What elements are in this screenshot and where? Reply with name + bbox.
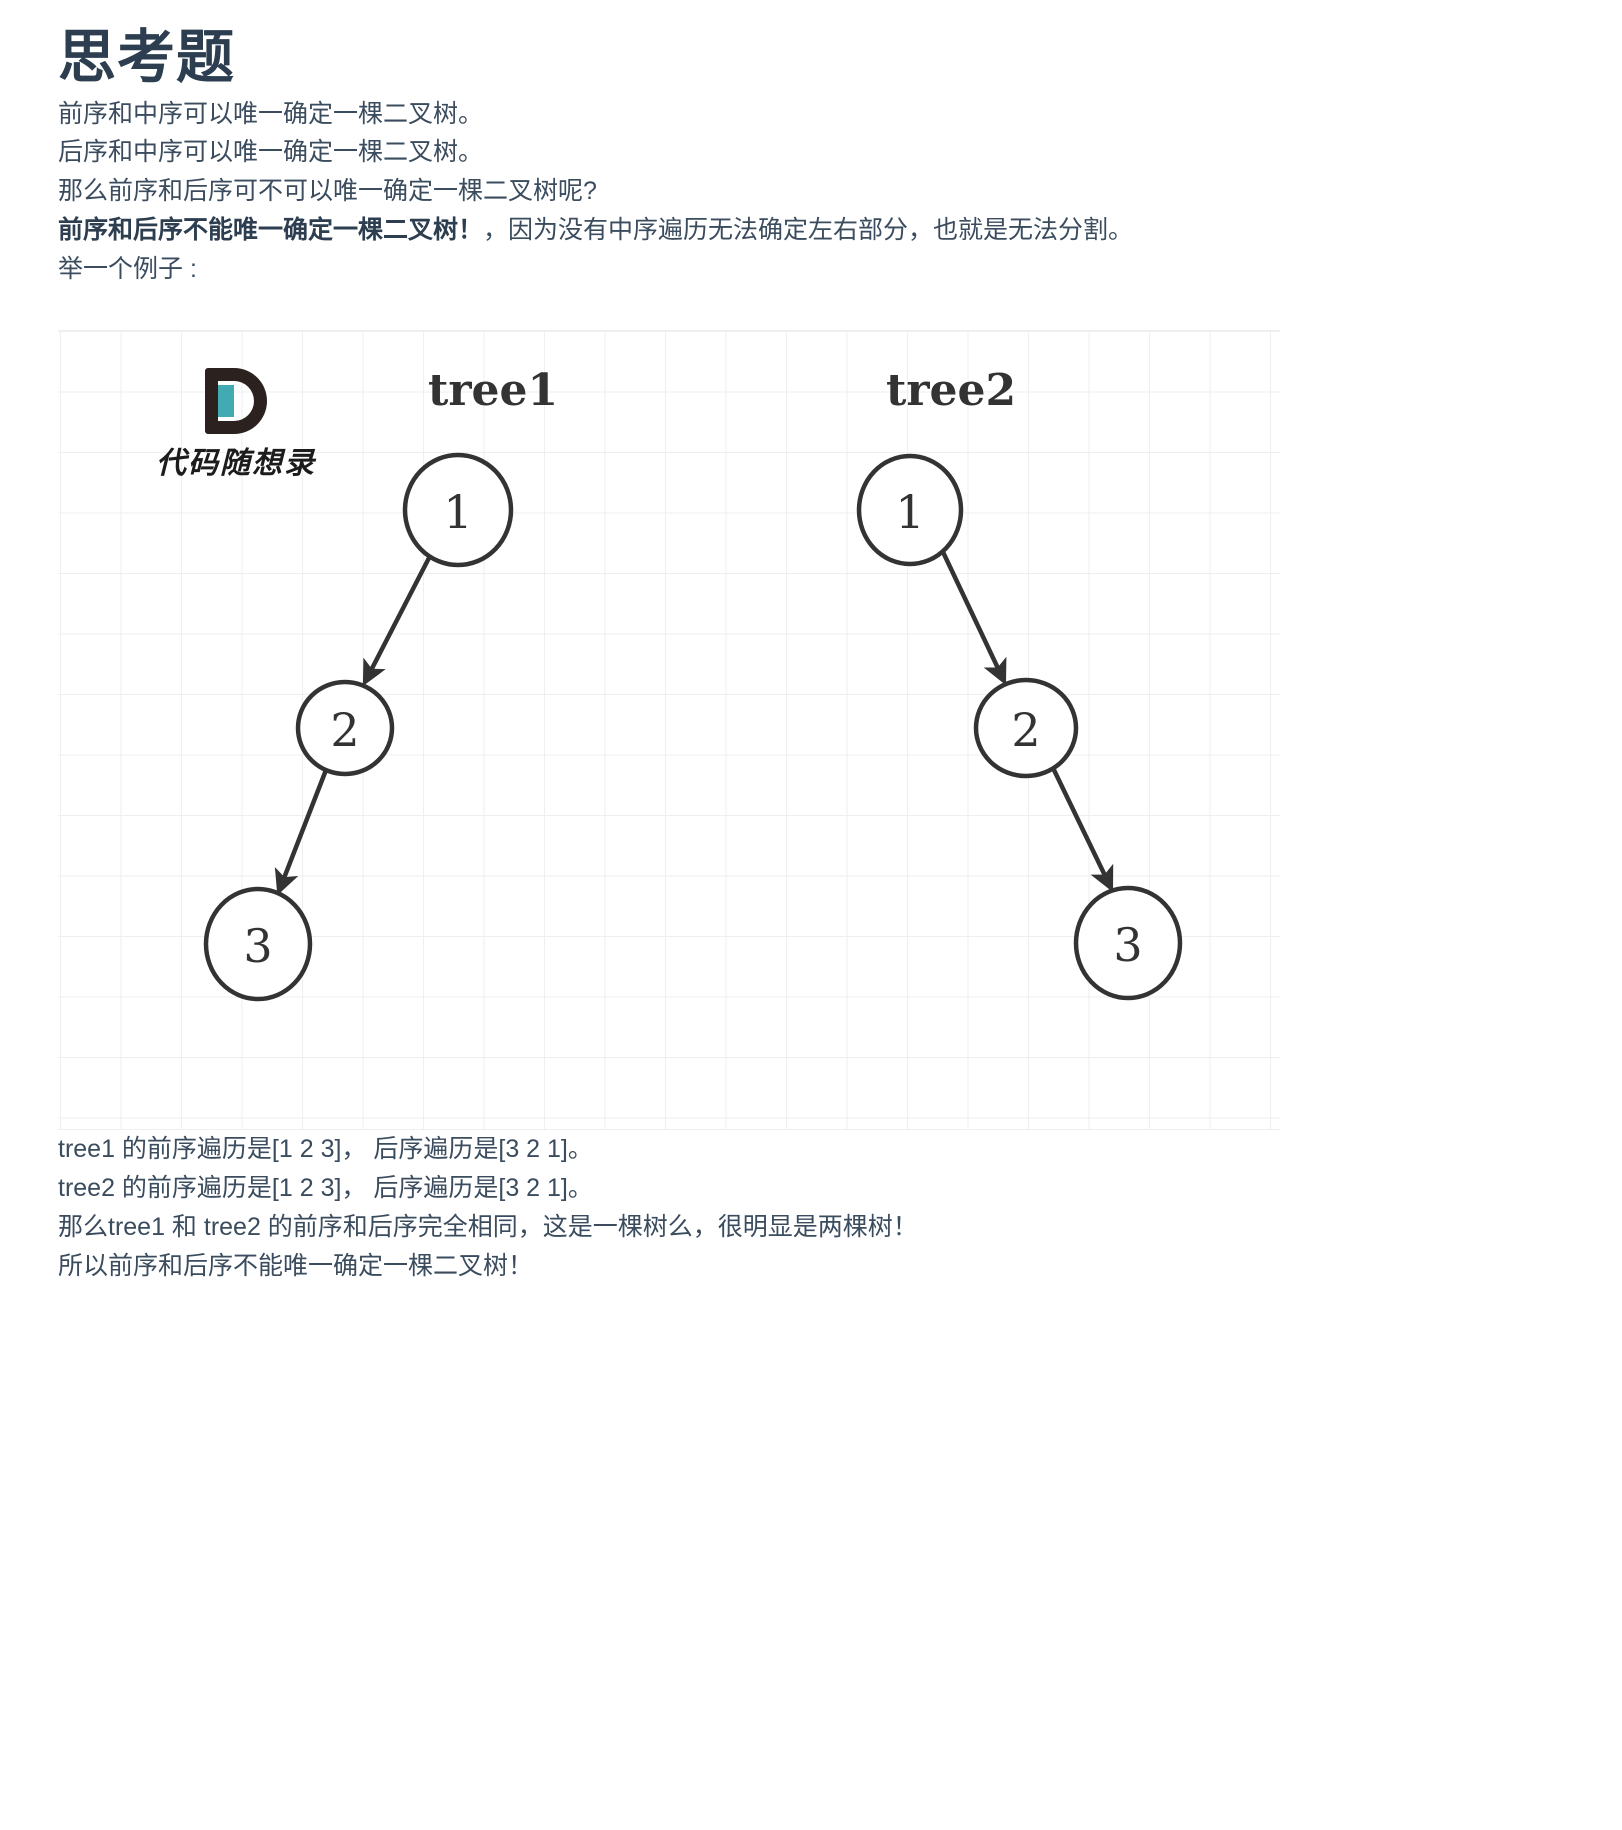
tree2-node-3-label: 3 [1113, 918, 1142, 972]
tree1-edge-1-to-2 [362, 555, 432, 687]
tree1-node-2-label: 2 [330, 703, 359, 757]
tree1-node-1: 1 [402, 453, 514, 568]
binary-tree-diagram: 代码随想录 tree1 tree2 1 [58, 330, 1280, 1131]
tree2-node-1: 1 [856, 454, 964, 567]
tree1-edge-2-to-3 [274, 769, 329, 896]
watermark-brand-text: 代码随想录 [156, 446, 316, 482]
paragraph-question: 那么前序和后序可不可以唯一确定一棵二叉树呢? [58, 177, 597, 205]
conclusion-final: 所以前序和后序不能唯一确定一棵二叉树！ [58, 1251, 534, 1280]
tree2-node-1-label: 1 [895, 485, 924, 539]
page-title: 思考题 [58, 25, 236, 90]
logo-d-icon [205, 368, 267, 435]
tree2-edge-1-to-2 [940, 551, 1007, 686]
tree1-node-3: 3 [203, 887, 313, 1002]
paragraph-preorder-inorder: 前序和中序可以唯一确定一棵二叉树。 [58, 99, 484, 128]
tree2-edge-2-to-3 [1051, 769, 1114, 893]
tree2-title: tree2 [886, 365, 1017, 417]
paragraph-postorder-inorder: 后序和中序可以唯一确定一棵二叉树。 [58, 138, 484, 167]
tree1-title: tree1 [428, 365, 559, 417]
diagram-bottom-border [58, 1129, 1280, 1131]
tree1-node-3-label: 3 [243, 919, 272, 973]
article-content: 思考题 前序和中序可以唯一确定一棵二叉树。 后序和中序可以唯一确定一棵二叉树。 … [58, 0, 1558, 1285]
paragraph-highlight: 前序和后序不能唯一确定一棵二叉树！，因为没有中序遍历无法确定左右部分，也就是无法… [58, 211, 1558, 250]
tree2-node-2-label: 2 [1011, 703, 1040, 757]
logo-accent-bar [218, 385, 234, 418]
highlight-rest-text: ，因为没有中序遍历无法确定左右部分，也就是无法分割。 [483, 215, 1134, 244]
paragraph-example-lead: 举一个例子 : [58, 254, 197, 283]
conclusion-same-traversal: 那么tree1 和 tree2 的前序和后序完全相同，这是一棵树么，很明显是两棵… [58, 1212, 918, 1241]
tree-graphics: 1 2 3 1 2 [203, 453, 1183, 1002]
diagram-top-border [58, 330, 1280, 332]
conclusion-tree1-traversal: tree1 的前序遍历是[1 2 3]， 后序遍历是[3 2 1]。 [58, 1135, 593, 1164]
tree2-node-3: 3 [1073, 886, 1183, 1001]
tree1-node-2: 2 [295, 680, 395, 777]
watermark-logo: 代码随想录 [136, 368, 336, 482]
tree1-node-1-label: 1 [443, 485, 472, 539]
conclusion-tree2-traversal: tree2 的前序遍历是[1 2 3]， 后序遍历是[3 2 1]。 [58, 1174, 593, 1202]
tree2-node-2: 2 [973, 678, 1079, 779]
highlight-bold-text: 前序和后序不能唯一确定一棵二叉树！ [58, 215, 484, 244]
